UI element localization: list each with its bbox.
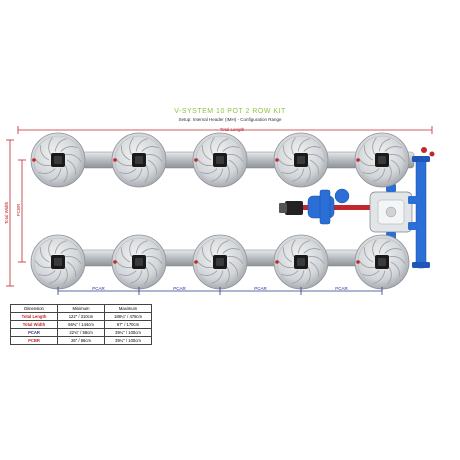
row-max: 188¼" / 478cm xyxy=(104,312,152,321)
pot xyxy=(111,132,167,188)
pcar-label: PCAR xyxy=(254,286,267,291)
table-row: Total Length 122" / 310cm 188¼" / 478cm xyxy=(10,312,152,321)
pcbr-dimension: PCBR xyxy=(16,159,26,263)
kit-title: V-SYSTEM 10 POT 2 ROW KIT xyxy=(174,108,286,115)
pot xyxy=(273,234,329,290)
row-max: 67" / 170cm xyxy=(104,320,152,329)
total-length-dimension: Total Length xyxy=(17,126,433,134)
dimensions-table: Dimension Minimum Maximum Total Length 1… xyxy=(10,304,152,345)
table-row: Total Width 56¾" / 144cm 67" / 170cm xyxy=(10,320,152,329)
row-min: 122" / 310cm xyxy=(57,312,105,321)
pcbr-label: PCBR xyxy=(16,203,21,216)
row-max: 39¼" / 100cm xyxy=(104,336,152,345)
total-length-label: Total Length xyxy=(220,127,245,132)
pcar-label: PCAR xyxy=(335,286,348,291)
row-label: Total Width xyxy=(10,320,58,329)
pcar-label: PCAR xyxy=(92,286,105,291)
pot xyxy=(192,132,248,188)
feed-line-assembly xyxy=(279,188,378,225)
pot xyxy=(273,132,329,188)
pot xyxy=(111,234,167,290)
row-label: PCBR xyxy=(10,336,58,345)
table-row: PCAR 22¾" / 58cm 39¼" / 100cm xyxy=(10,328,152,337)
total-width-dimension: Total Width xyxy=(4,139,14,287)
row-min: 56¾" / 144cm xyxy=(57,320,105,329)
row-min: 26" / 66cm xyxy=(57,336,105,345)
kit-setup-subtitle: Setup: Internal Header (IMH) - Configura… xyxy=(178,117,282,122)
controller-reservoir xyxy=(369,184,418,240)
pots-layer xyxy=(30,132,410,290)
row-min: 22¾" / 58cm xyxy=(57,328,105,337)
row-max: 39¼" / 100cm xyxy=(104,328,152,337)
pcar-dimension: PCAR PCAR PCAR PCAR xyxy=(57,286,383,295)
return-pipe xyxy=(412,147,435,269)
pot xyxy=(192,234,248,290)
pot xyxy=(354,132,410,188)
pcar-label: PCAR xyxy=(173,286,186,291)
row-label: PCAR xyxy=(10,328,58,337)
header-minimum: Minimum xyxy=(57,304,105,313)
pot xyxy=(30,132,86,188)
dimensions-table-header: Dimension Minimum Maximum xyxy=(10,304,152,313)
pot xyxy=(354,234,410,290)
pump-icon xyxy=(285,201,303,215)
row-label: Total Length xyxy=(10,312,58,321)
total-width-label: Total Width xyxy=(4,201,9,224)
header-dimension: Dimension xyxy=(10,304,58,313)
pot xyxy=(30,234,86,290)
table-row: PCBR 26" / 66cm 39¼" / 100cm xyxy=(10,336,152,345)
header-maximum: Maximum xyxy=(104,304,152,313)
